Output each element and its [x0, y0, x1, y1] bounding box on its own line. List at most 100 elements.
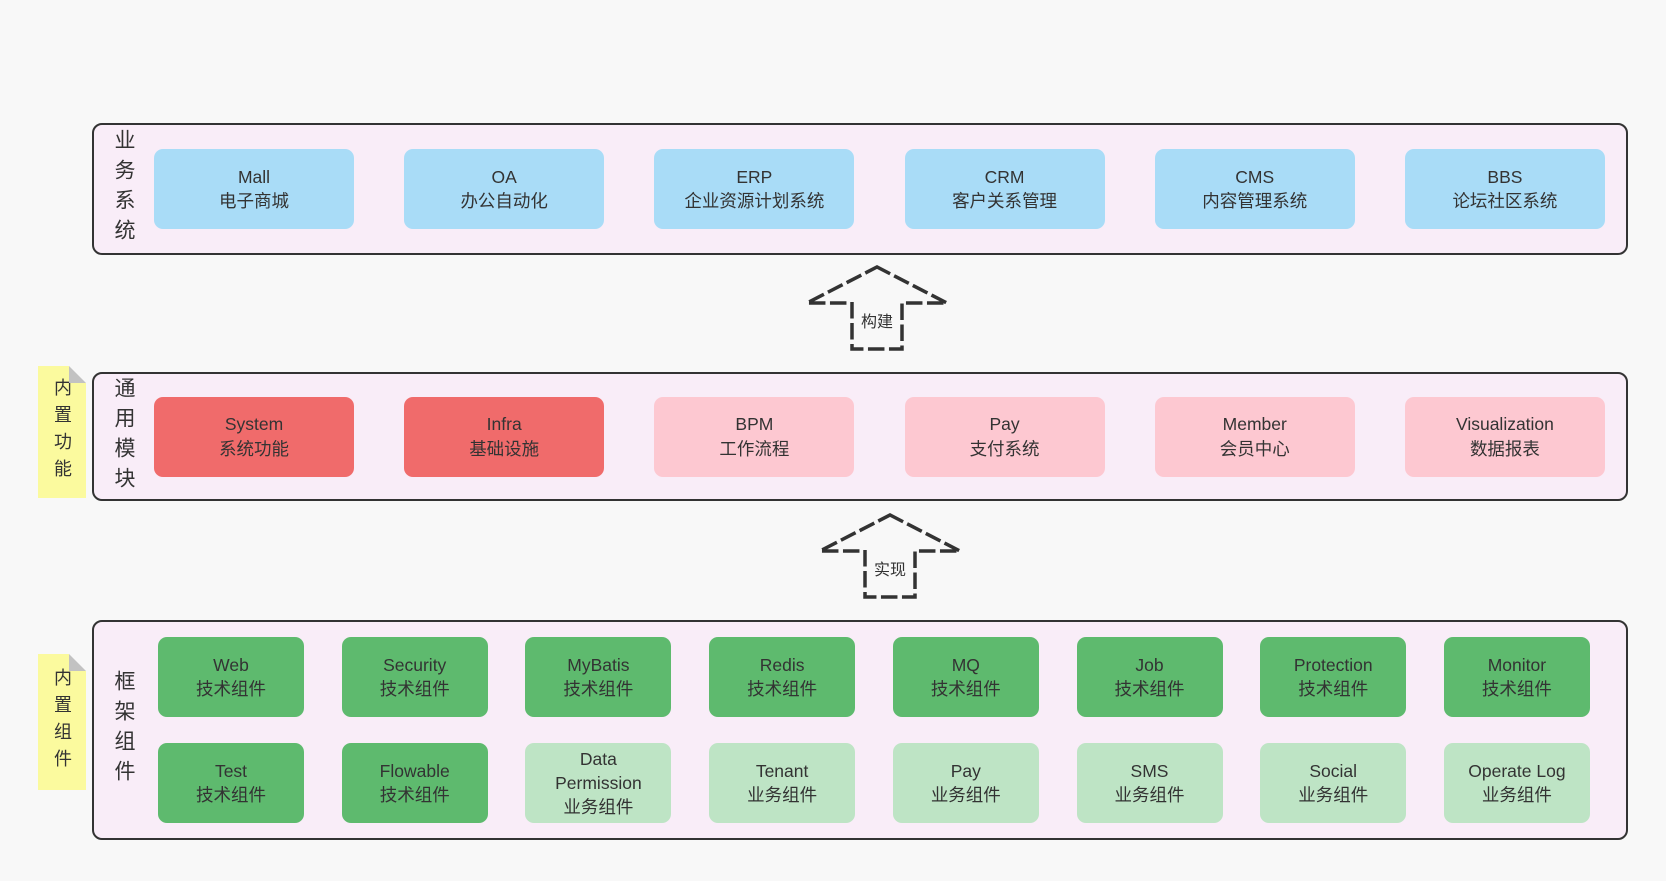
box-subtitle: 论坛社区系统: [1452, 191, 1558, 211]
component-box-redis: Redis 技术组件: [709, 637, 856, 717]
box-name: Infra: [486, 414, 522, 435]
component-box-pay: Pay 业务组件: [892, 743, 1039, 823]
dashed-up-arrow-icon: [806, 265, 948, 351]
box-subtitle: 基础设施: [469, 438, 540, 459]
box-subtitle: 业务组件: [1114, 785, 1185, 805]
arrow-label-implement: 实现: [870, 556, 910, 580]
box-subtitle: 系统功能: [219, 438, 289, 459]
box-name: MQ: [951, 654, 980, 675]
box-subtitle: 技术组件: [1114, 679, 1185, 699]
box-subtitle: 技术组件: [563, 679, 634, 699]
box-name: OA: [491, 166, 517, 187]
arrow-build: 构建: [802, 264, 952, 352]
component-box-bpm: BPM 工作流程: [654, 396, 855, 477]
box-name: Member: [1222, 414, 1287, 435]
box-subtitle: 技术组件: [379, 679, 450, 699]
box-subtitle: 数据报表: [1469, 438, 1540, 459]
component-box-sms: SMS 业务组件: [1076, 743, 1223, 823]
box-subtitle: 业务组件: [563, 797, 634, 818]
component-box-mq: MQ 技术组件: [892, 637, 1039, 717]
component-box-infra: Infra 基础设施: [404, 396, 605, 477]
component-box-security: Security 技术组件: [341, 637, 488, 717]
box-subtitle: 技术组件: [747, 679, 818, 699]
component-box-mybatis: MyBatis 技术组件: [525, 637, 672, 717]
box-name: Redis: [759, 654, 805, 675]
sticky-note-built-in-features: 内置功能: [38, 366, 86, 498]
component-box-web: Web 技术组件: [158, 637, 304, 717]
component-box-bbs: BBS 论坛社区系统: [1404, 149, 1605, 229]
box-subtitle: 工作流程: [719, 438, 790, 459]
box-subtitle: 技术组件: [379, 785, 450, 805]
sticky-note-text: 内置组件: [52, 668, 72, 776]
box-name: Pay: [989, 414, 1020, 435]
component-box-data-permission: Data Permission 业务组件: [525, 743, 672, 823]
band-label-common-modules: 通用模块: [112, 376, 135, 497]
box-name: ERP: [736, 166, 773, 187]
box-name: System: [224, 414, 284, 435]
component-box-mall: Mall 电子商城: [154, 149, 354, 229]
box-name: Tenant: [755, 760, 809, 781]
component-box-oa: OA 办公自动化: [404, 149, 605, 229]
box-subtitle: 业务组件: [930, 785, 1001, 805]
band-label-business-systems: 业务系统: [112, 129, 135, 249]
dashed-up-arrow-icon: [819, 513, 961, 599]
box-name: CRM: [984, 166, 1025, 187]
component-box-social: Social 业务组件: [1260, 743, 1407, 823]
box-name: Pay: [950, 760, 981, 781]
box-name: Operate Log: [1468, 760, 1566, 781]
component-box-flowable: Flowable 技术组件: [341, 743, 488, 823]
box-subtitle: 办公自动化: [460, 191, 548, 211]
component-box-tenant: Tenant 业务组件: [709, 743, 856, 823]
box-subtitle: 电子商城: [219, 191, 289, 211]
box-name: Security: [383, 654, 447, 675]
component-box-visualization: Visualization 数据报表: [1404, 396, 1605, 477]
box-subtitle: 技术组件: [196, 679, 266, 699]
sticky-note-text: 内置功能: [52, 378, 72, 486]
component-box-operate-log: Operate Log 业务组件: [1443, 743, 1590, 823]
box-name: Data Permission: [555, 748, 642, 793]
box-name: Mall: [237, 166, 271, 187]
box-subtitle: 技术组件: [930, 679, 1001, 699]
box-name: BPM: [735, 414, 774, 435]
box-subtitle: 业务组件: [1481, 785, 1552, 805]
sticky-note-built-in-components: 内置组件: [38, 654, 86, 790]
box-name: BBS: [1487, 166, 1523, 187]
box-name: Test: [214, 760, 248, 781]
box-subtitle: 技术组件: [1481, 679, 1552, 699]
arrow-implement: 实现: [815, 512, 965, 600]
box-name: SMS: [1130, 760, 1169, 781]
box-name: MyBatis: [567, 654, 630, 675]
component-box-crm: CRM 客户关系管理: [904, 149, 1105, 229]
arrow-label-build: 构建: [857, 308, 897, 332]
box-subtitle: 内容管理系统: [1202, 191, 1308, 211]
band-label-framework-components: 框架组件: [112, 670, 135, 790]
box-subtitle: 技术组件: [196, 785, 266, 805]
box-name: Web: [213, 654, 249, 675]
box-name: Protection: [1293, 654, 1373, 675]
box-subtitle: 业务组件: [747, 785, 818, 805]
box-subtitle: 客户关系管理: [952, 191, 1058, 211]
box-name: Visualization: [1455, 414, 1554, 435]
box-name: Flowable: [379, 760, 450, 781]
box-subtitle: 技术组件: [1298, 679, 1369, 699]
box-name: Social: [1309, 760, 1358, 781]
component-box-protection: Protection 技术组件: [1260, 637, 1407, 717]
box-subtitle: 业务组件: [1298, 785, 1369, 805]
